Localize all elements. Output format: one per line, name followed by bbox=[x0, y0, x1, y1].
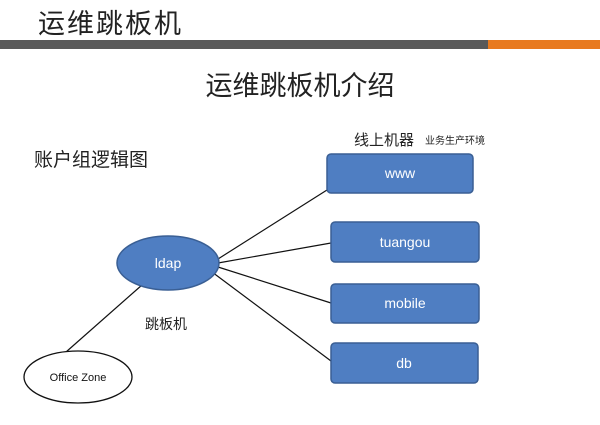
slide-title: 运维跳板机介绍 bbox=[205, 71, 395, 102]
connector-ldap-db bbox=[211, 271, 332, 362]
ldap-label: ldap bbox=[155, 255, 182, 271]
jump-server-label: 跳板机 bbox=[145, 317, 187, 333]
server-www-box bbox=[326, 153, 474, 194]
server-mobile-box bbox=[330, 283, 480, 324]
connector-ldap-tuangou bbox=[217, 242, 332, 264]
header-gray-bar bbox=[0, 40, 488, 49]
server-mobile-label: mobile bbox=[384, 295, 425, 311]
connector-ldap-mobile bbox=[217, 266, 332, 304]
server-db-label: db bbox=[396, 355, 412, 371]
online-machines-label: 线上机器 bbox=[354, 131, 415, 149]
server-db-box bbox=[330, 342, 479, 384]
server-www-label: www bbox=[384, 165, 416, 181]
production-env-label: 业务生产环境 bbox=[425, 136, 485, 147]
slide-subtitle: 账户组逻辑图 bbox=[34, 149, 149, 171]
connector-ldap-office-zone bbox=[65, 284, 143, 353]
office-zone-node bbox=[23, 350, 133, 404]
header-title: 运维跳板机 bbox=[38, 9, 183, 40]
server-tuangou-box bbox=[330, 221, 480, 263]
ldap-node bbox=[116, 235, 220, 291]
connector-ldap-www bbox=[217, 189, 328, 260]
header-orange-bar bbox=[488, 40, 600, 49]
server-tuangou-label: tuangou bbox=[380, 234, 431, 250]
office-zone-label: Office Zone bbox=[50, 372, 107, 384]
